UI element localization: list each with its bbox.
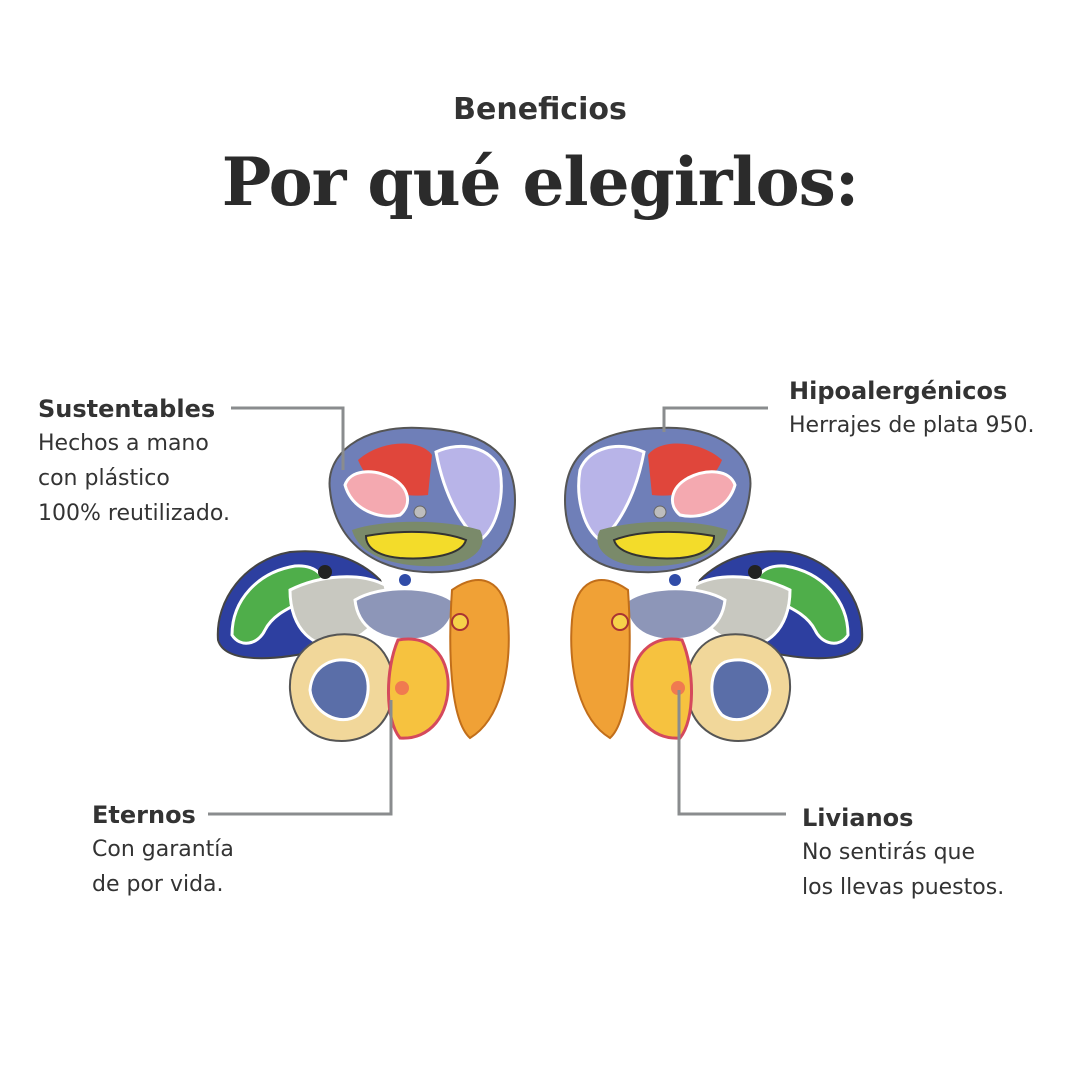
benefit-description: Herrajes de plata 950. [789, 413, 1035, 438]
earring-right [563, 426, 864, 743]
connector-eternos [208, 700, 393, 816]
benefit-eternos: Eternos Con garantía de por vida. [92, 798, 234, 902]
section-eyebrow: Beneficios [453, 92, 627, 127]
benefit-description: Con garantía de por vida. [92, 837, 234, 897]
benefit-sustentables: Sustentables Hechos a mano con plástico … [38, 392, 230, 531]
earring-left [216, 426, 517, 743]
benefit-title: Hipoalergénicos [789, 377, 1008, 405]
benefit-title: Livianos [802, 804, 914, 832]
connector-livianos [677, 690, 786, 816]
benefit-title: Eternos [92, 801, 196, 829]
benefit-hipoalergenicos: Hipoalergénicos Herrajes de plata 950. [789, 374, 1035, 443]
benefit-description: Hechos a mano con plástico 100% reutiliz… [38, 431, 230, 526]
connector-sustentables [231, 406, 345, 470]
page-title: Por qué elegirlos: [221, 143, 859, 221]
benefit-title: Sustentables [38, 395, 216, 423]
benefit-livianos: Livianos No sentirás que los llevas pues… [802, 801, 1004, 905]
connector-hipoalergenicos [662, 406, 768, 432]
benefit-description: No sentirás que los llevas puestos. [802, 840, 1005, 900]
